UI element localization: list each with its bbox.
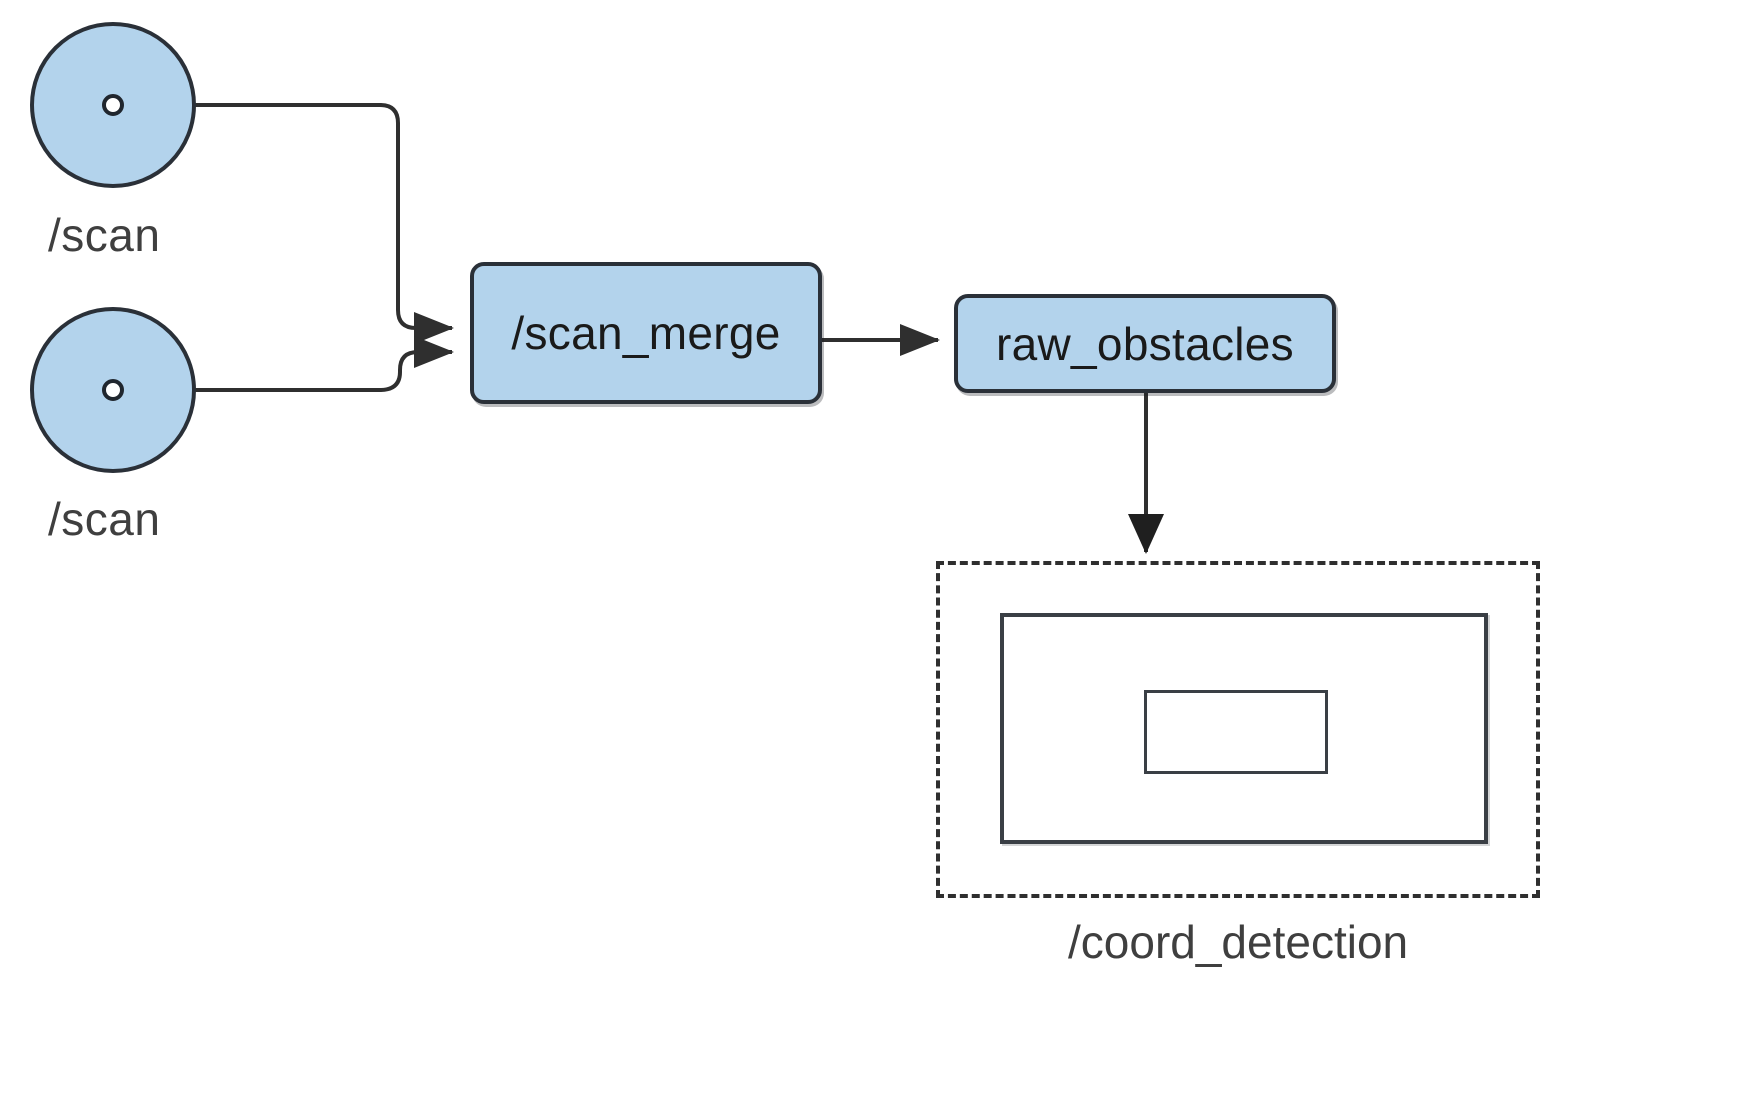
group-label-coord-detection: /coord_detection [1068,916,1409,968]
topic-label-scan-top: /scan [48,209,161,261]
topic-hub-scan-top-icon [102,94,124,116]
group-container-coord-detection[interactable] [936,561,1540,898]
process-node-scan-merge-label: /scan_merge [511,307,781,359]
process-node-scan-merge[interactable]: /scan_merge [470,262,822,404]
process-node-raw-obstacles-label: raw_obstacles [996,317,1294,370]
edge-scan-top-to-scan-merge [112,103,454,344]
topic-hub-scan-bottom-icon [102,379,124,401]
topic-label-scan-bottom: /scan [48,493,161,545]
edge-scan-bottom-to-scan-merge [112,336,454,392]
coord-detection-inner-rect[interactable] [1144,690,1328,774]
process-node-raw-obstacles[interactable]: raw_obstacles [954,294,1336,393]
